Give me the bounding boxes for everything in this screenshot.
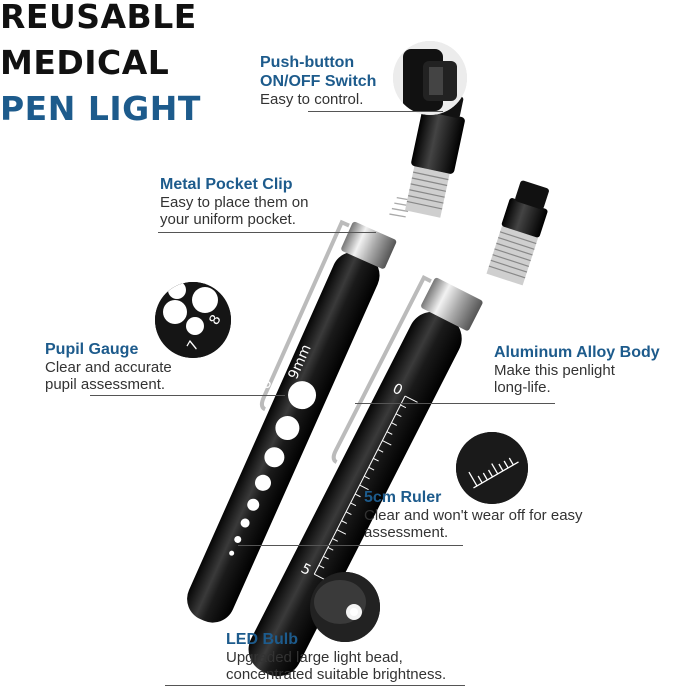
right-pen-thread [486,226,539,286]
left-pen-clip [259,219,350,412]
feature-led: LED Bulb Upgraded large light bead, conc… [226,630,446,683]
ruler-closeup-icon [456,432,528,504]
leader-line-led [165,685,465,686]
leader-line-gauge [90,395,285,396]
gauge-label-8: 8 [257,376,276,392]
feature-switch-title: Push-button ON/OFF Switch [260,54,377,90]
feature-clip: Metal Pocket Clip Easy to place them on … [160,175,308,228]
feature-gauge-desc: Clear and accurate pupil assessment. [45,359,172,393]
feature-clip-title: Metal Pocket Clip [160,176,293,193]
right-pen-thread-lines [488,231,537,279]
feature-body: Aluminum Alloy Body Make this penlight l… [494,343,660,396]
left-pen-thread [405,166,450,218]
right-pen-thread-cap [486,180,549,286]
feature-body-title: Aluminum Alloy Body [494,344,660,361]
gauge-label-2: 2 [157,493,176,509]
feature-ruler-desc: Clear and won't wear off for easy assess… [364,507,583,541]
push-button-closeup-icon [393,41,467,115]
right-pen: 0 5 [248,274,483,677]
gauge-inset: 8 7 [155,282,231,358]
feature-switch-desc: Easy to control. [260,91,364,108]
switch-inset [393,41,467,115]
left-pen-collar [341,221,397,269]
feature-led-desc: Upgraded large light bead, concentrated … [226,649,447,683]
title-line-1: REUSABLE [0,0,197,36]
left-pen-gauge-dots [229,381,317,556]
right-pen-clip [331,274,432,464]
leader-line-ruler [238,545,463,546]
left-pen [187,219,397,623]
gauge-label-6: 6 [215,424,234,440]
feature-ruler: 5cm Ruler Clear and won't wear off for e… [364,488,583,541]
leader-line-switch [308,111,443,112]
led-bulb-closeup-icon [310,572,380,642]
pupil-gauge-closeup-icon [155,282,231,358]
feature-gauge-title: Pupil Gauge [45,341,139,358]
right-pen-collar [421,277,483,331]
right-pen-button [515,180,549,210]
feature-led-title: LED Bulb [226,631,298,648]
feature-gauge: Pupil Gauge Clear and accurate pupil ass… [45,340,172,393]
led-inset [310,572,380,642]
title-line-3: PEN LIGHT [0,89,201,128]
ruler-inset [456,432,528,504]
gauge-label-3: 3 [170,478,189,494]
left-pen-thread-lines [406,171,449,210]
title-line-2: MEDICAL [0,43,170,82]
feature-ruler-title: 5cm Ruler [364,489,442,506]
right-pen-cap [501,198,548,238]
leader-line-body [355,403,555,404]
leader-line-clip [158,232,376,233]
gauge-label-7: 7 [235,400,254,416]
gauge-label-5: 5 [198,444,217,460]
feature-body-desc: Make this penlight long-life. [494,362,615,396]
feature-clip-desc: Easy to place them on your uniform pocke… [160,194,309,228]
left-pen-cap [411,109,465,174]
feature-switch: Push-button ON/OFF Switch Easy to contro… [260,53,376,108]
gauge-label-4: 4 [183,462,202,478]
